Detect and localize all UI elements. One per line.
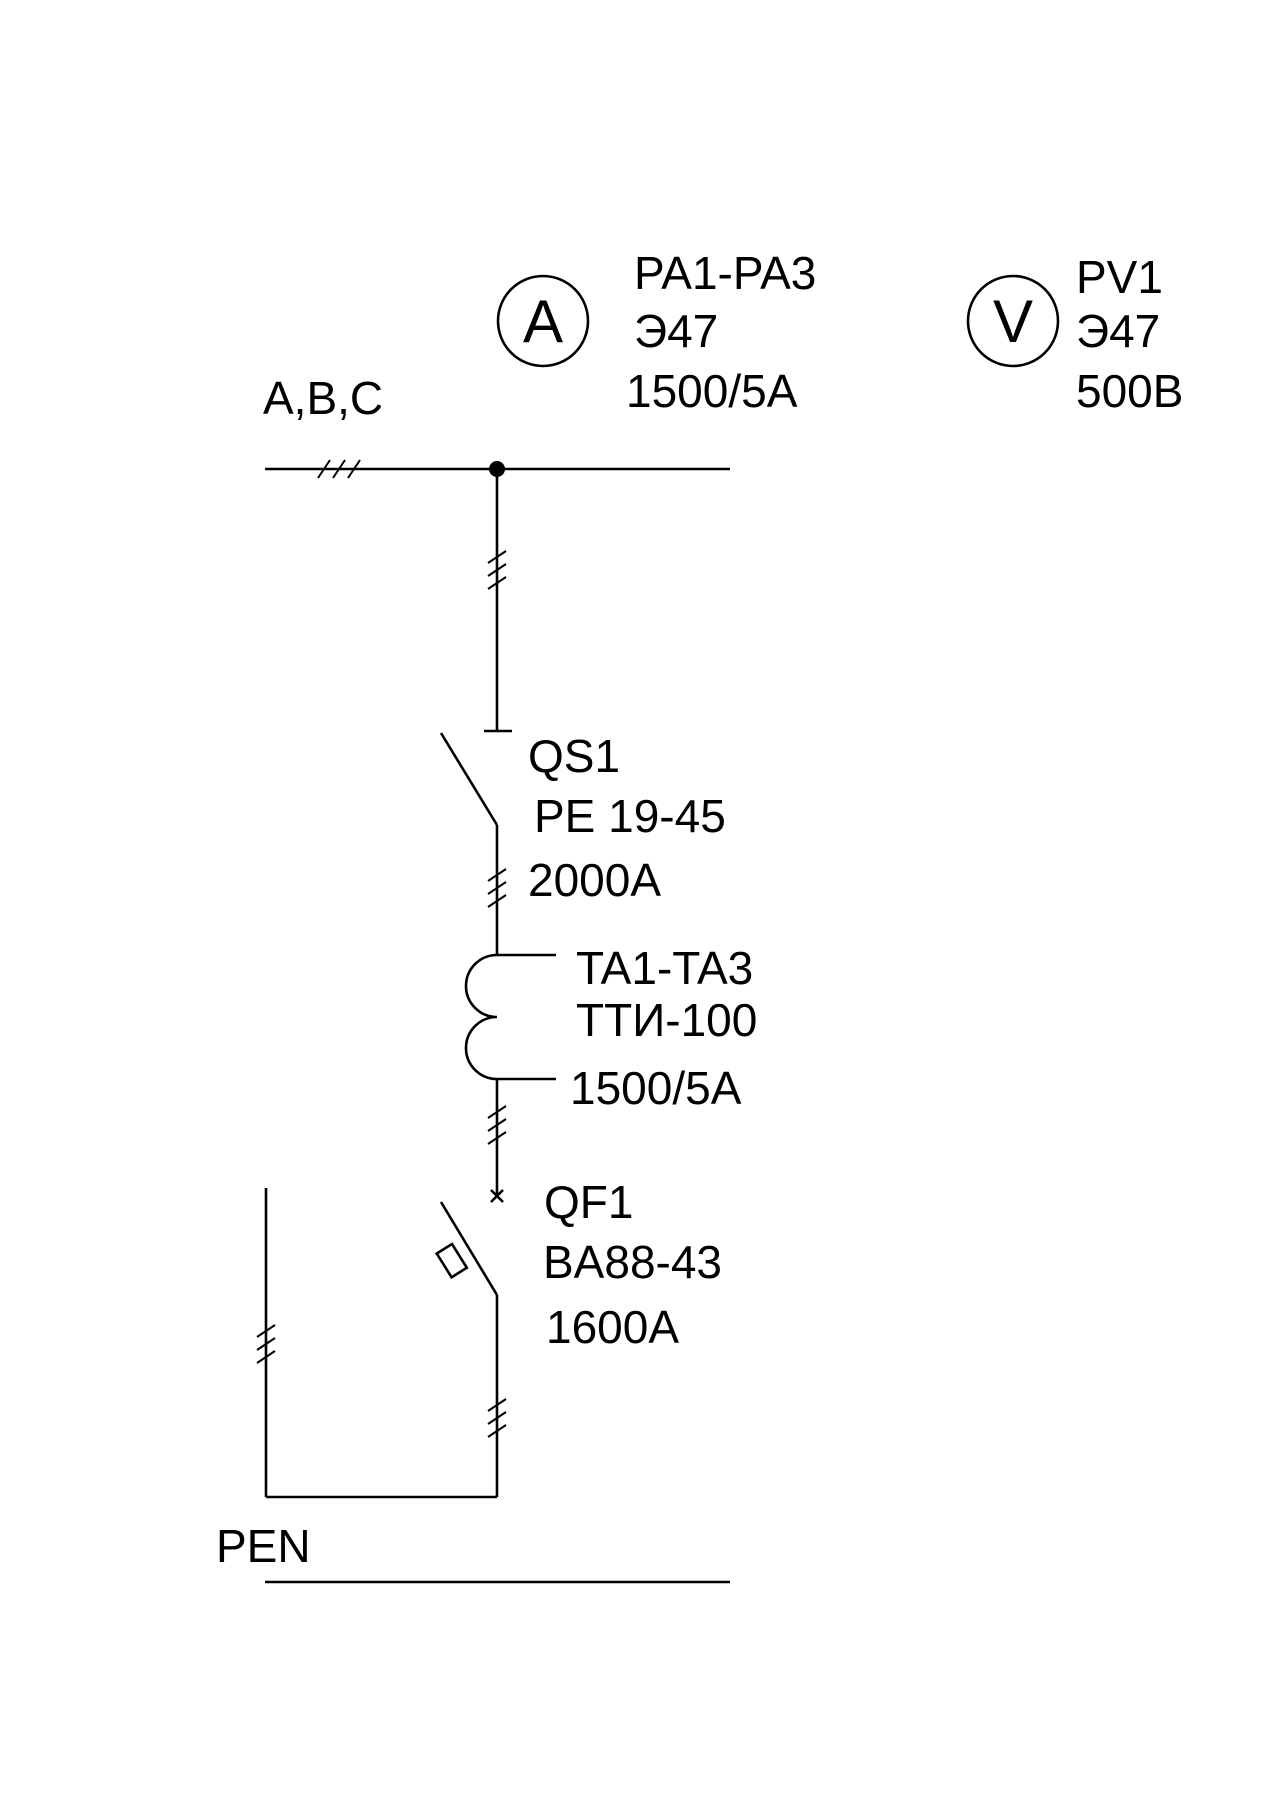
voltmeter-type: Э47	[1076, 305, 1160, 357]
switch-rating: 2000A	[528, 854, 661, 906]
voltmeter-letter: V	[993, 288, 1033, 355]
breaker-rating: 1600A	[546, 1301, 679, 1353]
feeder-upper-ticks	[487, 550, 507, 590]
ammeter-rating: 1500/5A	[626, 365, 798, 417]
ammeter-designation: PA1-PA3	[634, 247, 816, 299]
breaker-output-ticks	[487, 1398, 507, 1438]
switch-output-ticks	[487, 868, 507, 908]
breaker-designation: QF1	[544, 1176, 633, 1228]
pen-label: PEN	[216, 1520, 311, 1572]
ct-designation: TA1-TA3	[576, 942, 753, 994]
breaker-contact-cross	[490, 1189, 504, 1203]
return-loop	[256, 1188, 497, 1499]
ammeter-type: Э47	[634, 305, 718, 357]
ct-rating: 1500/5A	[570, 1062, 742, 1114]
ammeter-letter: A	[523, 288, 563, 355]
ct-output-ticks	[487, 1105, 507, 1145]
current-transformer-symbol	[464, 953, 556, 1203]
breaker-type: BA88-43	[543, 1236, 722, 1288]
ct-type: ТТИ-100	[576, 994, 757, 1046]
voltmeter-rating: 500B	[1076, 365, 1183, 417]
bus-phases-label: A,B,C	[263, 372, 383, 424]
circuit-breaker-qf1	[434, 1201, 507, 1497]
feeder-upper	[484, 469, 512, 733]
bus-phase-ticks	[317, 459, 361, 479]
return-loop-ticks	[256, 1324, 276, 1364]
voltmeter-designation: PV1	[1076, 251, 1163, 303]
disconnect-switch-qs1	[439, 732, 507, 955]
switch-designation: QS1	[528, 730, 620, 782]
switch-type: PE 19-45	[534, 790, 726, 842]
voltmeter-symbol: V	[966, 274, 1060, 368]
ammeter-symbol: A	[496, 274, 590, 368]
